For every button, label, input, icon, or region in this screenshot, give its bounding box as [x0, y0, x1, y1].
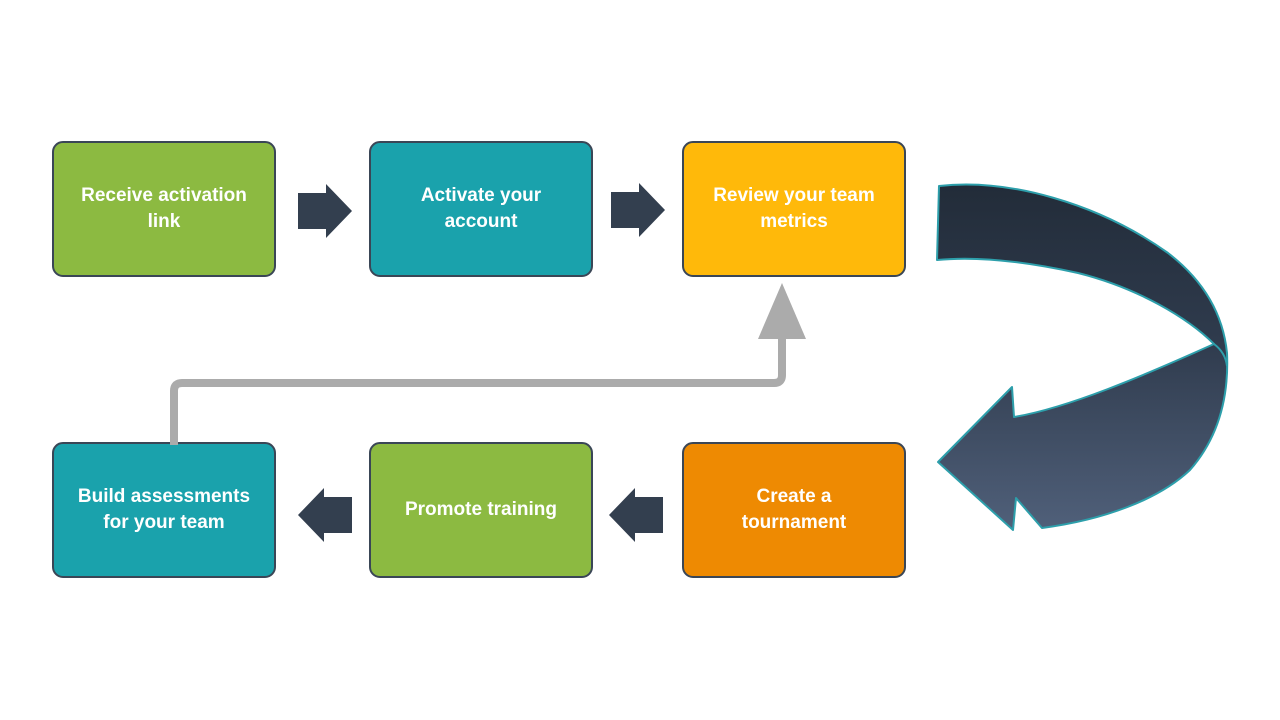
flow-step-promote-training: Promote training: [369, 442, 593, 578]
ribbon-fold-edge: [1213, 343, 1228, 367]
flow-step-activate-your-account: Activate your account: [369, 141, 593, 277]
feedback-connector-arrow: [170, 283, 806, 445]
flow-step-label: Promote training: [404, 498, 557, 520]
flow-step-label: Review your team metrics: [713, 184, 875, 232]
flow-step-review-your-team-metrics: Review your team metrics: [682, 141, 906, 277]
flow-step-label: Create a tournament: [741, 485, 847, 533]
loop-return-arrow: [936, 183, 1229, 531]
flow-step-receive-activation-link: Receive activation link: [52, 141, 276, 277]
left-arrow-icon: [609, 488, 663, 542]
right-arrow-icon: [298, 184, 352, 238]
flow-step-label: Activate your account: [420, 184, 542, 232]
right-arrow-icon: [611, 183, 665, 237]
flow-step-label: Receive activation link: [81, 184, 247, 232]
left-arrow-icon: [298, 488, 352, 542]
flow-step-build-assessments: Build assessments for your team: [52, 442, 276, 578]
flow-step-label: Build assessments for your team: [77, 485, 251, 533]
flow-step-create-a-tournament: Create a tournament: [682, 442, 906, 578]
up-arrowhead-icon: [758, 283, 806, 339]
